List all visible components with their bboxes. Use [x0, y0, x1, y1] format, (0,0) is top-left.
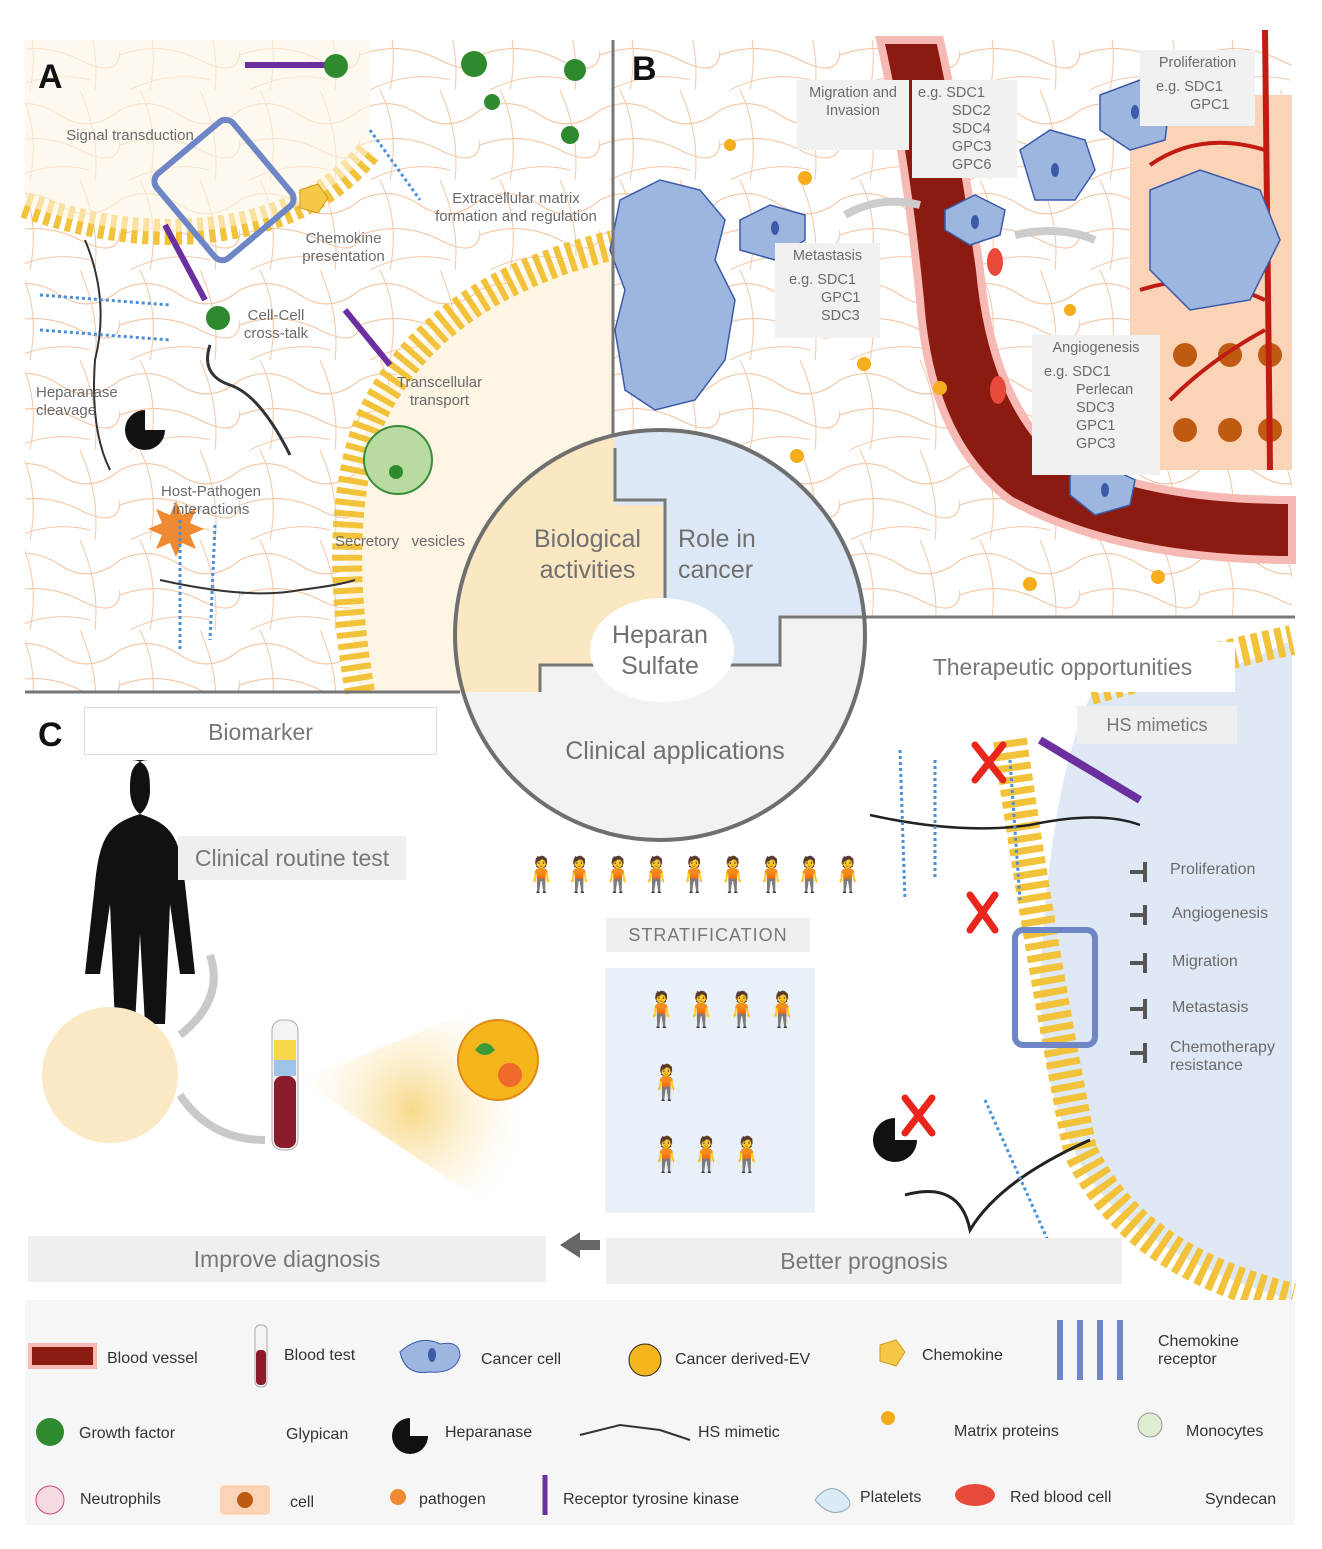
- group-3-icons: 🧍🧍🧍: [645, 1136, 768, 1174]
- improve-diagnosis-box: Improve diagnosis: [28, 1236, 546, 1282]
- label-heparanase-cleavage: Heparanase cleavage: [36, 384, 118, 419]
- legend-neutrophils: Neutrophils: [80, 1491, 161, 1508]
- note-item: GPC3: [952, 139, 992, 155]
- legend-matrix-proteins: Matrix proteins: [954, 1423, 1059, 1440]
- note-item: SDC4: [952, 121, 991, 137]
- note-item: GPC1: [1076, 418, 1116, 434]
- label-secretory-vesicles: Secretory vesicles: [334, 533, 466, 550]
- stratification-groups-panel: [605, 968, 815, 1213]
- note-item: Perlecan: [1076, 382, 1134, 398]
- legend-cancer-ev: Cancer derived-EV: [675, 1351, 811, 1368]
- center-role-in-cancer: Role in cancer: [678, 525, 756, 584]
- center-heparan-sulfate: Heparan Sulfate: [612, 621, 708, 680]
- stratification-box: STRATIFICATION: [606, 918, 810, 952]
- legend-hs-mimetic: HS mimetic: [698, 1424, 780, 1441]
- legend-heparanase: Heparanase: [445, 1424, 533, 1441]
- therapeutic-opportunities-box: Therapeutic opportunities: [890, 642, 1235, 692]
- note-item: GPC3: [1076, 436, 1116, 452]
- legend-cell: cell: [290, 1494, 315, 1511]
- legend-red-blood-cell: Red blood cell: [1010, 1489, 1112, 1506]
- legend-platelets: Platelets: [860, 1489, 922, 1506]
- legend-blood-vessel: Blood vessel: [107, 1350, 198, 1367]
- group-2-icons: 🧍: [645, 1064, 688, 1102]
- biomarker-box: Biomarker: [84, 707, 437, 755]
- note-angiogenesis: Angiogenesis e.g. SDC1 Perlecan SDC3 GPC…: [1032, 335, 1160, 475]
- legend-monocytes: Monocytes: [1186, 1423, 1264, 1440]
- legend-chemokine-receptor: Chemokine receptor: [1158, 1333, 1239, 1368]
- note-metastasis: Metastasis e.g. SDC1 GPC1 SDC3: [775, 243, 880, 338]
- inhibit-metastasis: Metastasis: [1172, 999, 1249, 1016]
- note-proliferation-title: Proliferation: [1158, 55, 1237, 71]
- label-chemokine-presentation: Chemokine presentation: [302, 230, 385, 265]
- legend-pathogen: pathogen: [419, 1491, 486, 1508]
- legend-cancer-cell: Cancer cell: [481, 1351, 562, 1368]
- panel-dividers: [25, 40, 1295, 694]
- clinical-routine-box: Clinical routine test: [178, 836, 406, 880]
- legend-syndecan: Syndecan: [1205, 1491, 1277, 1508]
- central-circle: [453, 428, 867, 842]
- hs-mimetics-box: HS mimetics: [1077, 706, 1237, 744]
- legend-icons: [25, 1300, 1295, 1525]
- legend-blood-test: Blood test: [284, 1347, 356, 1364]
- population-icons: 🧍🧍🧍🧍🧍🧍🧍🧍🧍: [520, 856, 869, 894]
- note-item: GPC1: [821, 290, 861, 306]
- note-metastasis-title: Metastasis: [792, 248, 863, 264]
- panel-c-letter: C: [38, 716, 63, 754]
- note-item: SDC3: [1076, 400, 1115, 416]
- note-migration-head: Migration and Invasion: [797, 80, 909, 150]
- inhibit-proliferation: Proliferation: [1170, 861, 1256, 878]
- note-migration-list: e.g. SDC1 SDC2 SDC4 GPC3 GPC6: [912, 80, 1017, 178]
- legend-chemokine: Chemokine: [922, 1347, 1003, 1364]
- center-biological-activities: Biological activities: [533, 525, 641, 584]
- panel-b-letter: B: [632, 50, 657, 88]
- label-transcellular: Transcellular transport: [396, 374, 483, 409]
- note-angiogenesis-title: Angiogenesis: [1052, 340, 1140, 356]
- note-item: GPC6: [952, 157, 992, 173]
- inhibit-angiogenesis: Angiogenesis: [1172, 905, 1269, 922]
- note-item: GPC1: [1190, 97, 1230, 113]
- note-item: SDC3: [821, 308, 860, 324]
- label-ecm: Extracellular matrix formation and regul…: [435, 190, 597, 225]
- legend-glypican: Glypican: [286, 1426, 349, 1443]
- center-clinical-applications: Clinical applications: [565, 737, 785, 765]
- note-proliferation: Proliferation e.g. SDC1 GPC1: [1140, 50, 1255, 126]
- inhibit-chemotherapy-resistance: Chemotherapy resistance: [1170, 1039, 1275, 1074]
- note-item: e.g. SDC1: [918, 85, 985, 101]
- note-item: e.g. SDC1: [1044, 364, 1111, 380]
- group-1-icons: 🧍🧍🧍🧍: [640, 991, 803, 1029]
- note-item: SDC2: [952, 103, 991, 119]
- label-host-pathogen: Host-Pathogen interactions: [160, 483, 262, 518]
- inhibit-migration: Migration: [1172, 953, 1238, 970]
- panel-a-letter: A: [38, 58, 63, 96]
- label-signal-transduction: Signal transduction: [66, 127, 194, 144]
- note-item: e.g. SDC1: [789, 272, 856, 288]
- legend-growth-factor: Growth factor: [79, 1425, 176, 1442]
- better-prognosis-box: Better prognosis: [606, 1238, 1122, 1284]
- note-migration-title: Migration and Invasion: [809, 85, 897, 119]
- note-item: e.g. SDC1: [1156, 79, 1223, 95]
- label-cell-cell: Cell-Cell cross-talk: [243, 307, 309, 342]
- legend-receptor-tyrosine-kinase: Receptor tyrosine kinase: [563, 1491, 740, 1508]
- panel-c-background: [42, 625, 1297, 1317]
